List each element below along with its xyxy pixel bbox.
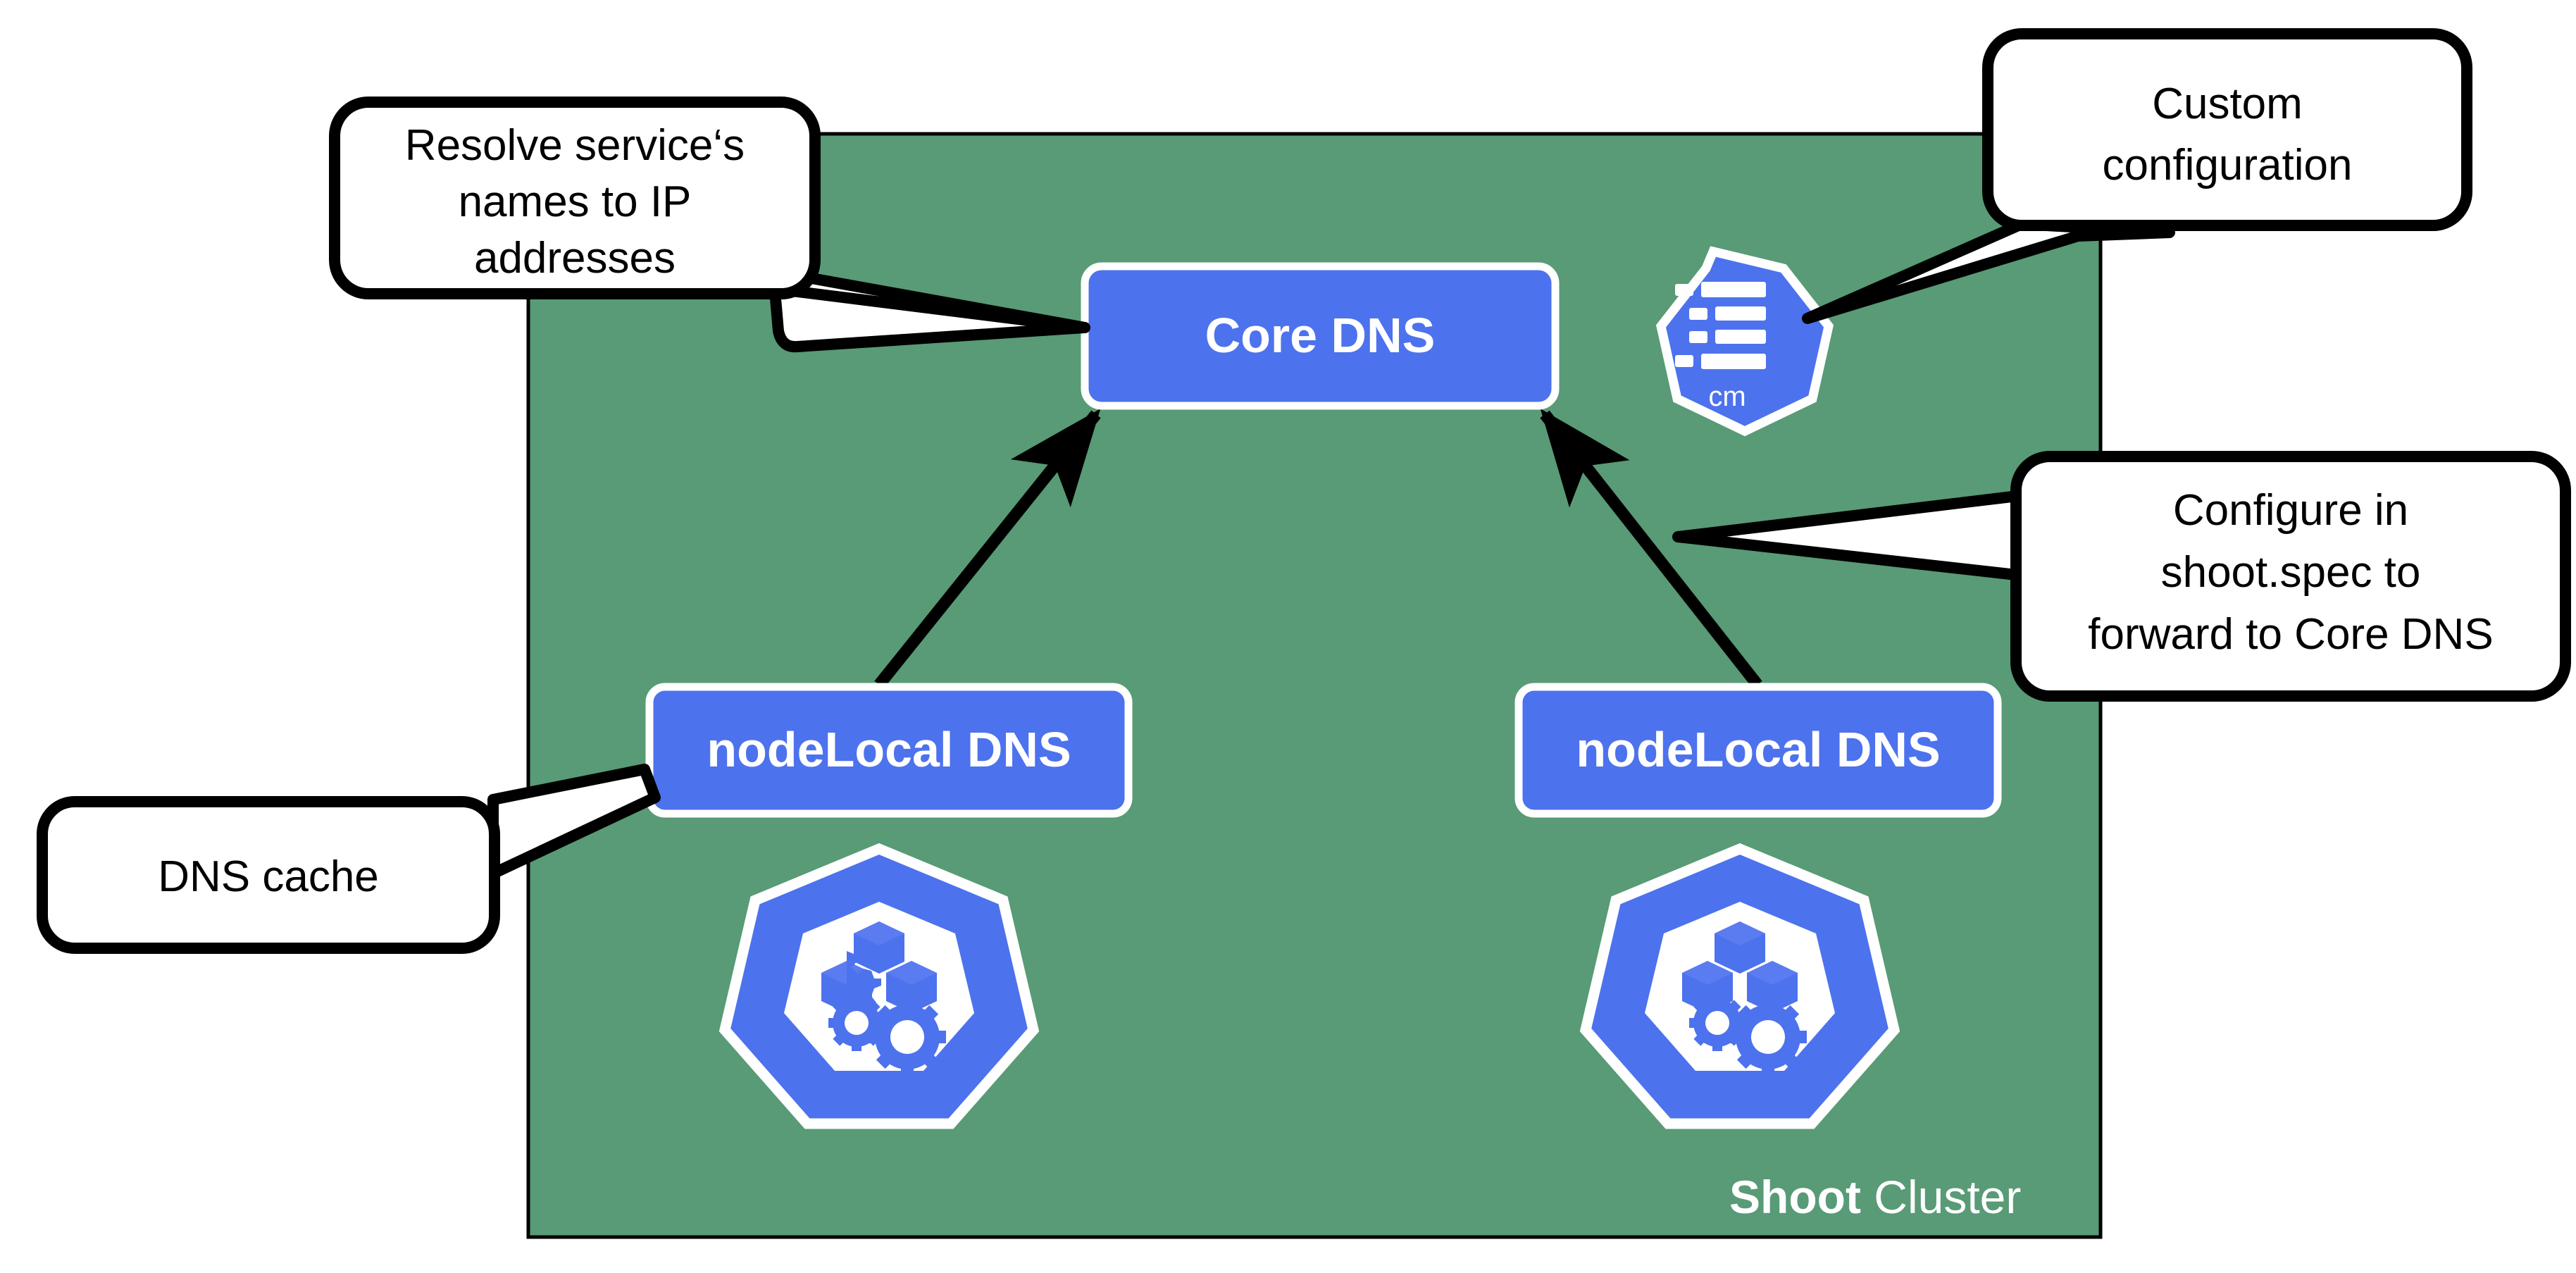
callout-dns-cache-tail	[487, 764, 661, 879]
core-dns-label: Core DNS	[1205, 308, 1436, 363]
arrow-nodelocal-right-to-core-dns	[1540, 408, 1762, 689]
callout-configure-line-1: Configure in	[2173, 486, 2408, 535]
callout-custom-line-1: Custom	[2152, 80, 2303, 128]
kubernetes-node-icon-left[interactable]	[718, 843, 1040, 1129]
node-cubes-glyph	[1682, 921, 1798, 1013]
callout-custom-line-2: configuration	[2102, 141, 2352, 190]
callout-dns-cache-body	[37, 796, 500, 954]
nodelocal-dns-left-label: nodeLocal DNS	[707, 722, 1071, 777]
callout-custom-configuration[interactable]: Custom configuration	[1802, 28, 2472, 324]
shoot-cluster-label: Shoot Cluster	[1729, 1171, 2021, 1223]
node-gears-glyph	[828, 951, 946, 1076]
kubernetes-node-icon-right[interactable]	[1579, 843, 1900, 1129]
callout-custom-tail	[1802, 218, 2175, 324]
svg-text:Shoot Cluster: Shoot Cluster	[1729, 1171, 2021, 1223]
node-cubes-glyph	[821, 921, 937, 1013]
configmap-list-glyph	[1675, 282, 1766, 369]
callout-configure-line-3: forward to Core DNS	[2088, 610, 2493, 659]
core-dns-box-shape	[1081, 262, 1560, 410]
cluster-label-bold: Shoot	[1729, 1171, 1861, 1223]
cluster-label-regular: Cluster	[1861, 1171, 2021, 1223]
callout-configure-body	[2010, 451, 2571, 702]
configmap-caption: cm	[1708, 381, 1746, 412]
nodelocal-dns-left-box[interactable]: nodeLocal DNS	[645, 683, 1133, 818]
callout-resolve-body	[329, 97, 821, 299]
callout-configure-line-2: shoot.spec to	[2161, 548, 2421, 597]
nodelocal-dns-right-shape	[1514, 683, 2002, 818]
node-gears-glyph	[1689, 995, 1807, 1076]
callout-resolve-line-1: Resolve service‘s	[405, 121, 745, 170]
arrow-nodelocal-left-to-core-dns	[874, 409, 1101, 689]
callout-resolve-line-2: names to IP	[459, 178, 692, 226]
core-dns-box[interactable]: Core DNS	[1081, 262, 1560, 410]
nodelocal-dns-right-label: nodeLocal DNS	[1576, 722, 1940, 777]
callout-configure-shoot-spec[interactable]: Configure in shoot.spec to forward to Co…	[1672, 451, 2571, 702]
callout-resolve-line-3: addresses	[474, 234, 676, 282]
nodelocal-dns-right-box[interactable]: nodeLocal DNS	[1514, 683, 2002, 818]
callout-custom-body	[1982, 28, 2472, 231]
nodelocal-dns-left-shape	[645, 683, 1133, 818]
callout-resolve-service-names[interactable]: Resolve service‘s names to IP addresses	[329, 97, 1090, 353]
callout-dns-cache-line-1: DNS cache	[158, 852, 379, 901]
callout-dns-cache[interactable]: DNS cache	[37, 764, 661, 954]
configmap-icon[interactable]: cm	[1655, 246, 1834, 437]
